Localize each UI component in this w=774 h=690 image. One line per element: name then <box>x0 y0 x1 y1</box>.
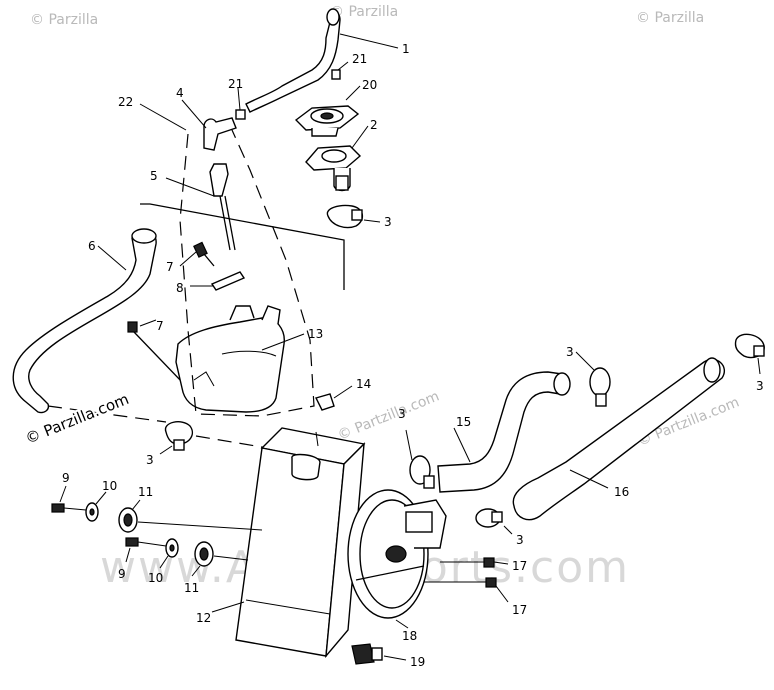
part-3-clamp-e <box>734 333 765 359</box>
label-part-7: 7 <box>166 260 174 274</box>
part-7-bolt-b <box>127 321 183 383</box>
part-10-washer-a <box>85 502 99 522</box>
part-8-bracket <box>210 271 246 291</box>
part-2-thermostat-housing <box>305 145 362 192</box>
label-part-3: 3 <box>756 379 764 393</box>
part-21-clamp-a <box>331 69 341 80</box>
label-part-3: 3 <box>516 533 524 547</box>
label-part-9: 9 <box>62 471 70 485</box>
watermark-top-mid: © Parzilla <box>330 4 398 20</box>
part-10-washer-b <box>165 538 179 558</box>
label-part-3: 3 <box>566 345 574 359</box>
part-4-elbow-fitting <box>203 117 237 151</box>
watermark-center: © Partzilla.com <box>336 388 442 443</box>
part-16-hose <box>512 357 725 521</box>
part-7-bolt-a <box>193 241 215 267</box>
part-1-upper-hose <box>245 8 341 113</box>
label-part-11: 11 <box>184 581 199 595</box>
part-20-cap <box>294 105 360 137</box>
part-9-bolt-b <box>125 537 167 547</box>
label-part-11: 11 <box>138 485 153 499</box>
part-11-grommet-a <box>118 507 138 533</box>
part-12-radiator <box>235 427 366 659</box>
part-6-hose <box>12 228 157 414</box>
label-part-7: 7 <box>156 319 164 333</box>
label-part-17: 17 <box>512 559 527 573</box>
label-part-1: 1 <box>402 42 410 56</box>
label-part-3: 3 <box>398 407 406 421</box>
label-part-13: 13 <box>308 327 323 341</box>
label-part-5: 5 <box>150 169 158 183</box>
part-3-clamp-a <box>326 204 363 229</box>
label-part-10: 10 <box>102 479 117 493</box>
part-21-clamp-b <box>235 109 246 120</box>
label-part-10: 10 <box>148 571 163 585</box>
label-part-16: 16 <box>614 485 629 499</box>
label-part-3: 3 <box>384 215 392 229</box>
label-part-18: 18 <box>402 629 417 643</box>
label-part-21: 21 <box>228 77 243 91</box>
part-3-clamp-b <box>164 421 194 451</box>
label-part-22: 22 <box>118 95 133 109</box>
part-14-cap <box>314 393 335 411</box>
part-17-bolt-b <box>424 577 497 588</box>
part-labels: 1 21 20 2 3 22 4 21 5 6 7 8 7 13 14 3 3 … <box>62 42 764 669</box>
label-part-17: 17 <box>512 603 527 617</box>
label-part-6: 6 <box>88 239 96 253</box>
part-15-hose <box>437 371 571 493</box>
label-part-9: 9 <box>118 567 126 581</box>
part-13-reservoir <box>175 305 285 413</box>
label-part-3: 3 <box>146 453 154 467</box>
part-11-grommet-b <box>194 541 214 567</box>
part-19-drain-plug <box>351 643 383 665</box>
part-18-fan <box>347 489 447 619</box>
label-part-15: 15 <box>456 415 471 429</box>
label-part-12: 12 <box>196 611 211 625</box>
label-part-8: 8 <box>176 281 184 295</box>
label-part-19: 19 <box>410 655 425 669</box>
label-part-4: 4 <box>176 86 184 100</box>
part-3-clamp-d <box>589 367 611 407</box>
watermark-top-right: © Parzilla <box>636 10 704 26</box>
label-part-20: 20 <box>362 78 377 92</box>
watermark-top-left: © Parzilla <box>30 12 98 28</box>
part-5-filler-tube <box>209 163 236 251</box>
part-3-clamp-f <box>475 508 503 528</box>
label-part-2: 2 <box>370 118 378 132</box>
label-part-14: 14 <box>356 377 371 391</box>
part-3-clamp-c <box>409 455 435 489</box>
part-9-bolt-a <box>51 503 87 513</box>
label-part-21: 21 <box>352 52 367 66</box>
